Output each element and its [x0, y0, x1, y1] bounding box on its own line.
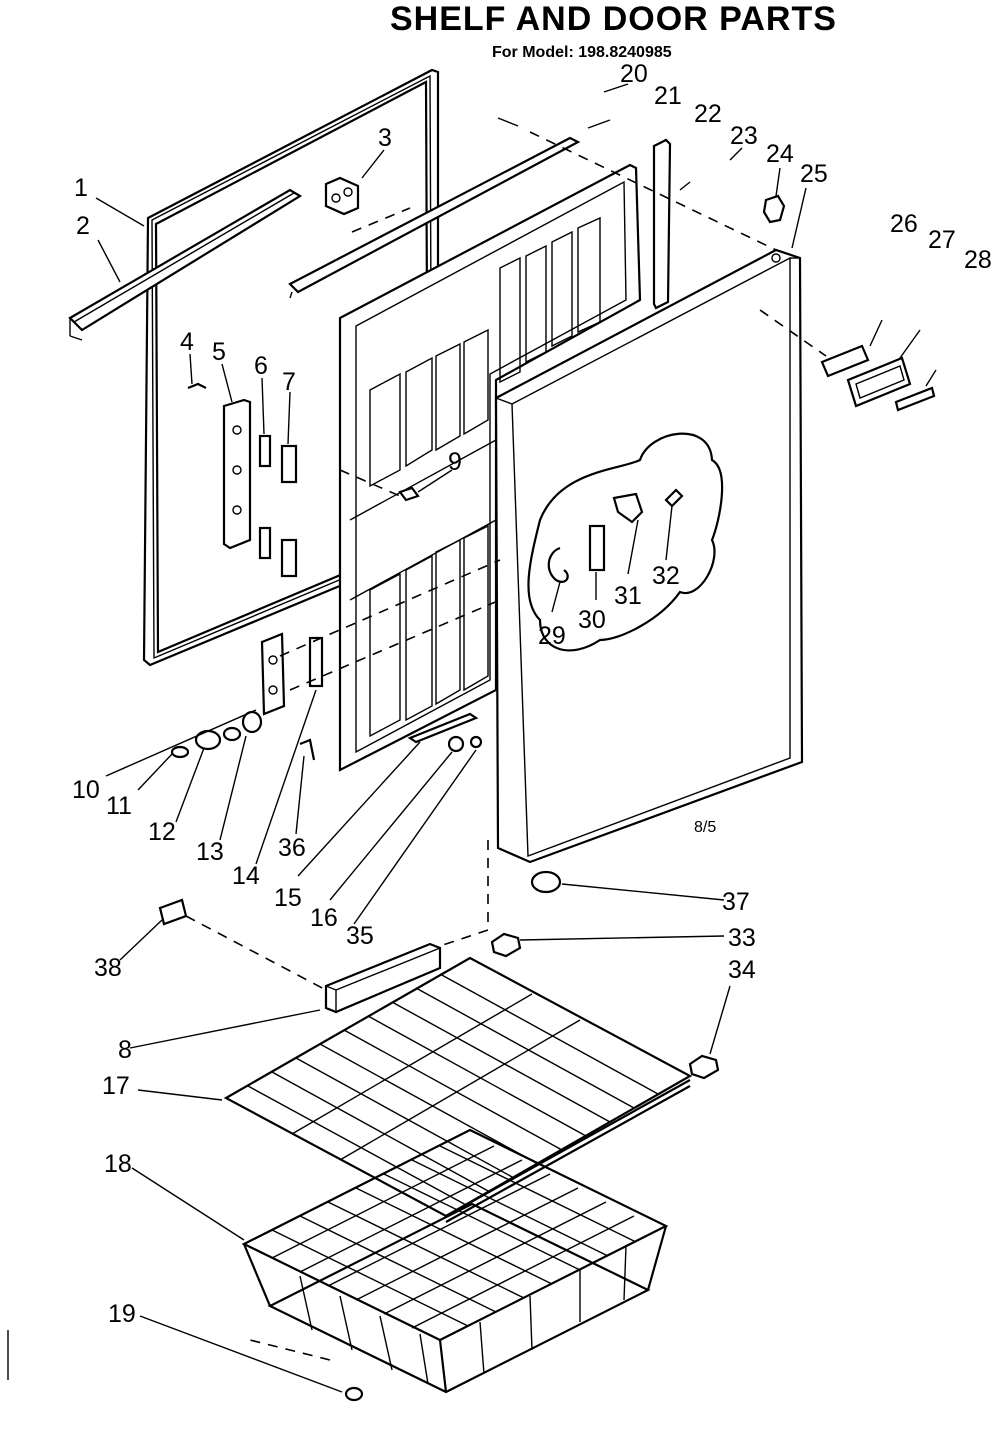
- upper-shelf-rail: [288, 136, 581, 299]
- page-code: 8/5: [694, 819, 716, 836]
- page-title: SHELF AND DOOR PARTS: [390, 0, 837, 38]
- callout-38: 38: [94, 954, 122, 982]
- callout-37: 37: [722, 888, 750, 916]
- callout-35: 35: [346, 922, 374, 950]
- shelf-clip: [158, 898, 188, 926]
- callout-11: 11: [106, 792, 132, 820]
- hinge-strip: [222, 398, 252, 550]
- door-shelf-rail: [68, 188, 303, 341]
- hinge-pin: [398, 486, 420, 502]
- callout-19: 19: [108, 1300, 136, 1328]
- hinge-part: [324, 176, 360, 216]
- callout-15: 15: [274, 884, 302, 912]
- basket-glide: [344, 1386, 364, 1402]
- wire-basket: [241, 1128, 669, 1394]
- callout-36: 36: [278, 834, 306, 862]
- callout-30: 30: [578, 606, 606, 634]
- bottom-door-parts: [299, 712, 483, 761]
- callout-14: 14: [232, 862, 260, 890]
- callout-numbers: 1 2 3 4 5 6 7 8 9 10 11 12 13 14 15 16 1…: [72, 60, 992, 1328]
- callout-25: 25: [800, 160, 828, 188]
- callout-17: 17: [102, 1072, 130, 1100]
- callout-10: 10: [72, 776, 100, 804]
- callout-20: 20: [620, 60, 648, 88]
- alignment-lines: [185, 131, 827, 1361]
- callout-32: 32: [652, 562, 680, 590]
- model-subtitle: For Model: 198.8240985: [492, 44, 672, 61]
- callout-16: 16: [310, 904, 338, 932]
- callout-9: 9: [448, 448, 462, 476]
- outer-door-panel: [494, 248, 804, 864]
- callout-26: 26: [890, 210, 918, 238]
- hinge-stack: [170, 710, 263, 759]
- callout-27: 27: [928, 226, 956, 254]
- callout-22: 22: [694, 100, 722, 128]
- wire-shelf: [223, 956, 693, 1223]
- callout-7: 7: [282, 368, 296, 396]
- callout-24: 24: [766, 140, 794, 168]
- lower-hinge-plate: [260, 632, 324, 716]
- callout-6: 6: [254, 352, 268, 380]
- callout-29: 29: [538, 622, 566, 650]
- callout-1: 1: [74, 174, 88, 202]
- callout-18: 18: [104, 1150, 132, 1178]
- door-feet: [490, 870, 720, 1080]
- shelf-support-block: [324, 942, 442, 1014]
- callout-5: 5: [212, 338, 226, 366]
- callout-4: 4: [180, 328, 194, 356]
- handle-parts: [820, 344, 936, 412]
- inner-door-liner: [338, 163, 642, 772]
- callout-33: 33: [728, 924, 756, 952]
- cutaway-parts: [547, 488, 684, 583]
- leader-lines: [95, 83, 937, 1393]
- callout-34: 34: [728, 956, 756, 984]
- side-rail: [652, 138, 672, 310]
- callout-3: 3: [378, 124, 392, 152]
- callout-12: 12: [148, 818, 176, 846]
- callout-21: 21: [654, 82, 682, 110]
- callout-13: 13: [196, 838, 224, 866]
- callout-8: 8: [118, 1036, 132, 1064]
- callout-2: 2: [76, 212, 90, 240]
- top-screw: [762, 194, 786, 224]
- callout-23: 23: [730, 122, 758, 150]
- small-fasteners-left: [187, 382, 298, 578]
- callout-31: 31: [614, 582, 642, 610]
- callout-28: 28: [964, 246, 992, 274]
